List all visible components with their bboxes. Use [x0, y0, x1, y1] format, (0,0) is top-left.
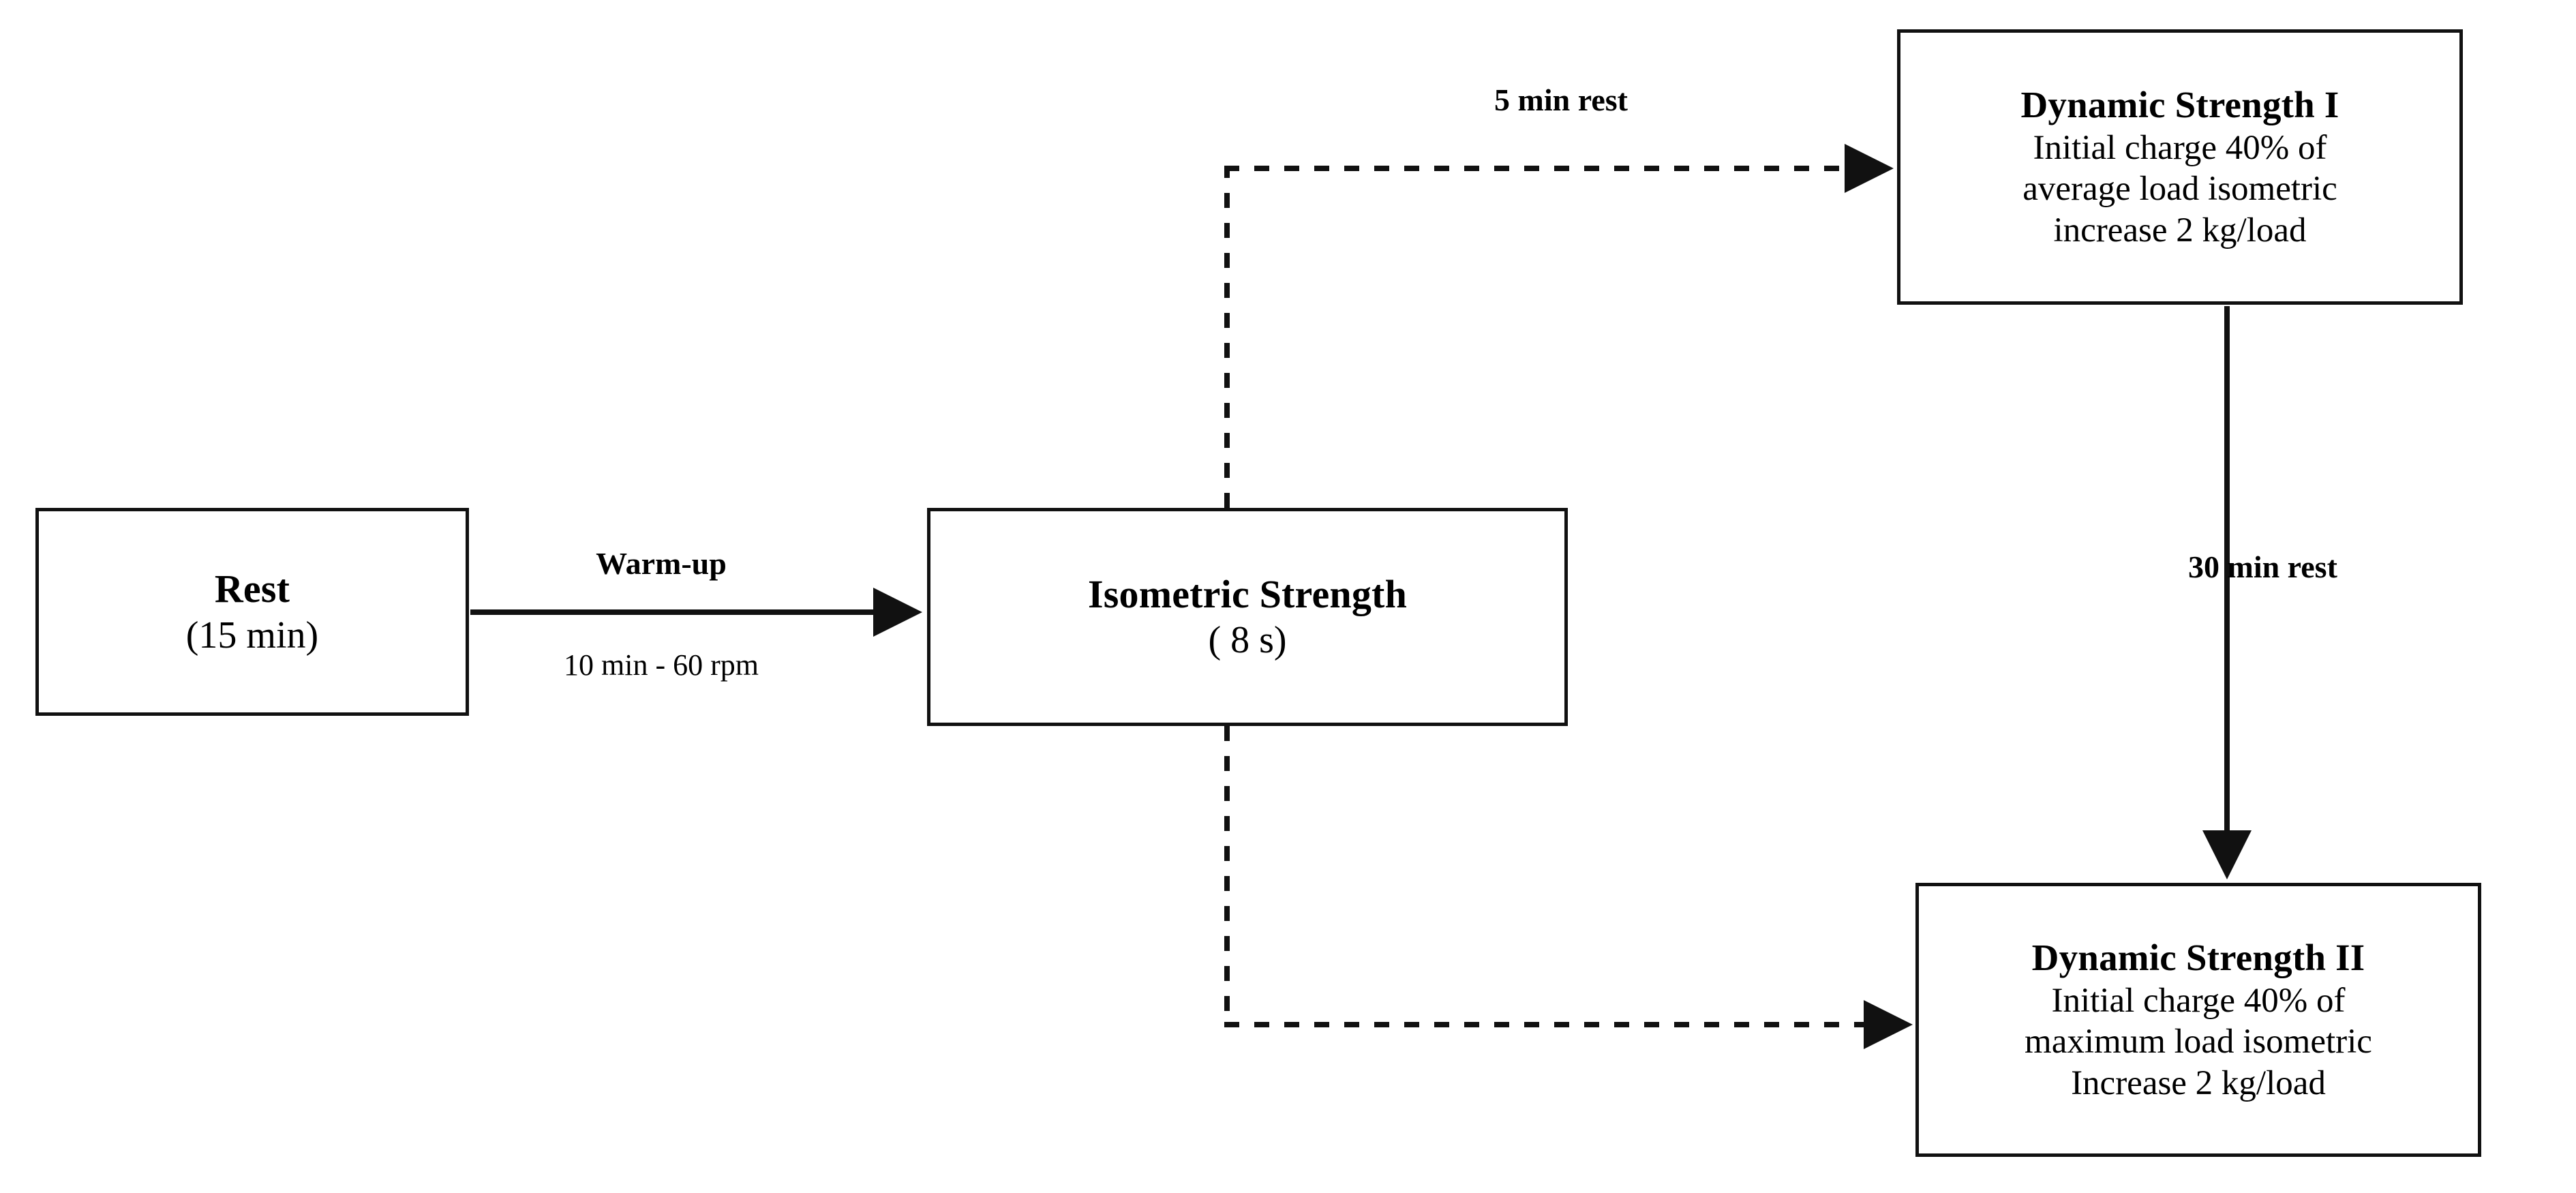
- node-isometric-title: Isometric Strength: [1087, 571, 1408, 616]
- node-dynamic1-line-1: Initial charge 40% of: [2033, 129, 2327, 168]
- edge-label-warm-up-detail: 10 min - 60 rpm: [564, 648, 759, 682]
- node-dynamic2-line-1: Initial charge 40% of: [2051, 982, 2346, 1021]
- node-dynamic-strength-2[interactable]: Dynamic Strength II Initial charge 40% o…: [1915, 883, 2481, 1157]
- node-dynamic2-title: Dynamic Strength II: [2031, 937, 2365, 979]
- node-dynamic2-line-2: maximum load isometric: [2025, 1023, 2372, 1061]
- edge-label-30-min-rest: 30 min rest: [2188, 549, 2337, 584]
- node-isometric-line-1: ( 8 s): [1208, 619, 1287, 662]
- node-dynamic1-line-2: average load isometric: [2022, 170, 2337, 209]
- node-rest-title: Rest: [214, 567, 290, 611]
- node-dynamic1-title: Dynamic Strength I: [2020, 84, 2339, 126]
- edge-label-warm-up: Warm-up: [596, 546, 727, 581]
- node-rest-line-1: (15 min): [185, 614, 319, 656]
- node-isometric-strength[interactable]: Isometric Strength ( 8 s): [927, 508, 1568, 726]
- node-dynamic1-line-3: increase 2 kg/load: [2053, 211, 2307, 250]
- edge-label-5-min-rest: 5 min rest: [1494, 82, 1628, 117]
- node-rest[interactable]: Rest (15 min): [35, 508, 469, 716]
- node-dynamic2-line-3: Increase 2 kg/load: [2071, 1063, 2326, 1102]
- node-dynamic-strength-1[interactable]: Dynamic Strength I Initial charge 40% of…: [1897, 29, 2463, 305]
